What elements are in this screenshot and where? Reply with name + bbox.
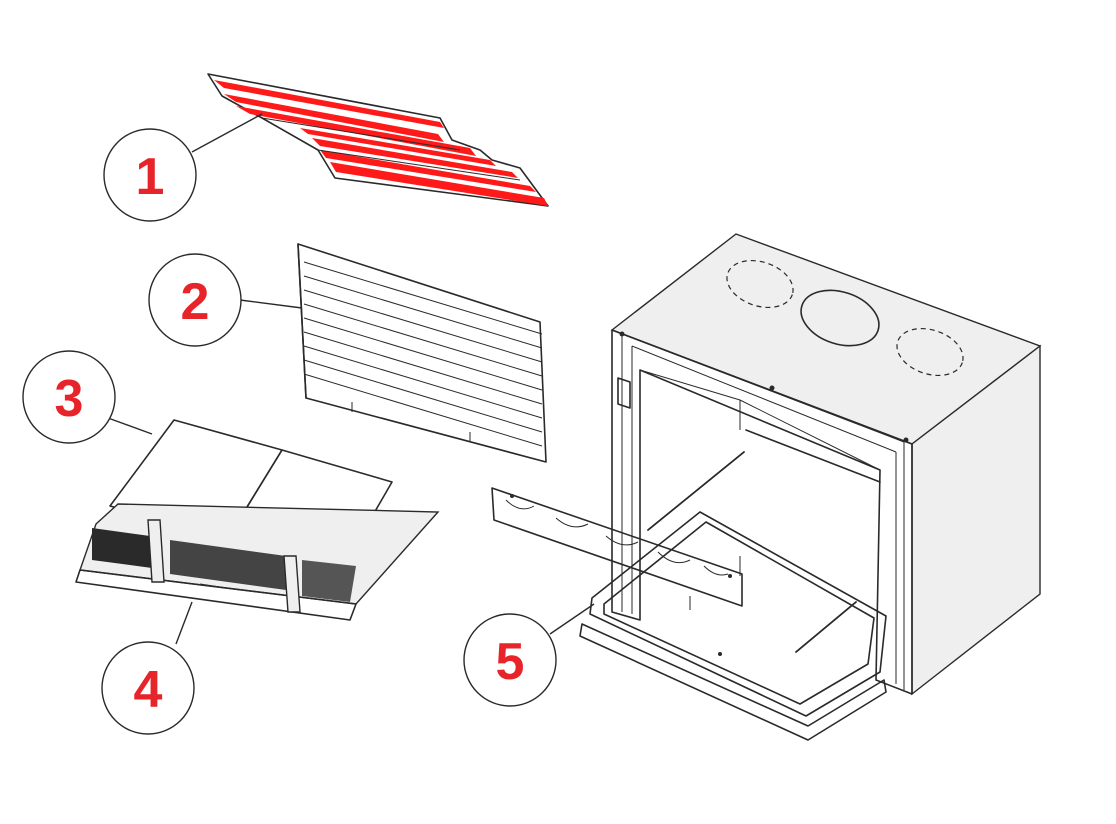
part-5-firebox [491, 233, 1042, 741]
callout-5: 5 [463, 613, 557, 707]
callout-1: 1 [103, 128, 197, 222]
leader-line-4 [175, 601, 193, 645]
callout-4: 4 [101, 641, 195, 735]
callout-number-3: 3 [55, 370, 84, 428]
part-2-back-panel [297, 243, 547, 463]
back-panel-ribs [303, 261, 543, 447]
leader-line-3 [107, 417, 153, 435]
leader-line-1 [191, 113, 263, 153]
leader-line-2 [239, 299, 303, 309]
leader-line-5 [549, 603, 595, 635]
callout-number-2: 2 [181, 273, 210, 331]
part-1-baffle-plates [207, 73, 549, 207]
callout-2: 2 [148, 253, 242, 347]
callout-number-1: 1 [136, 148, 165, 206]
grate-slots-left [140, 432, 268, 524]
callout-number-4: 4 [134, 661, 163, 719]
part-4-grate-base [75, 503, 440, 621]
callout-3: 3 [22, 350, 116, 444]
callout-number-5: 5 [496, 633, 525, 691]
